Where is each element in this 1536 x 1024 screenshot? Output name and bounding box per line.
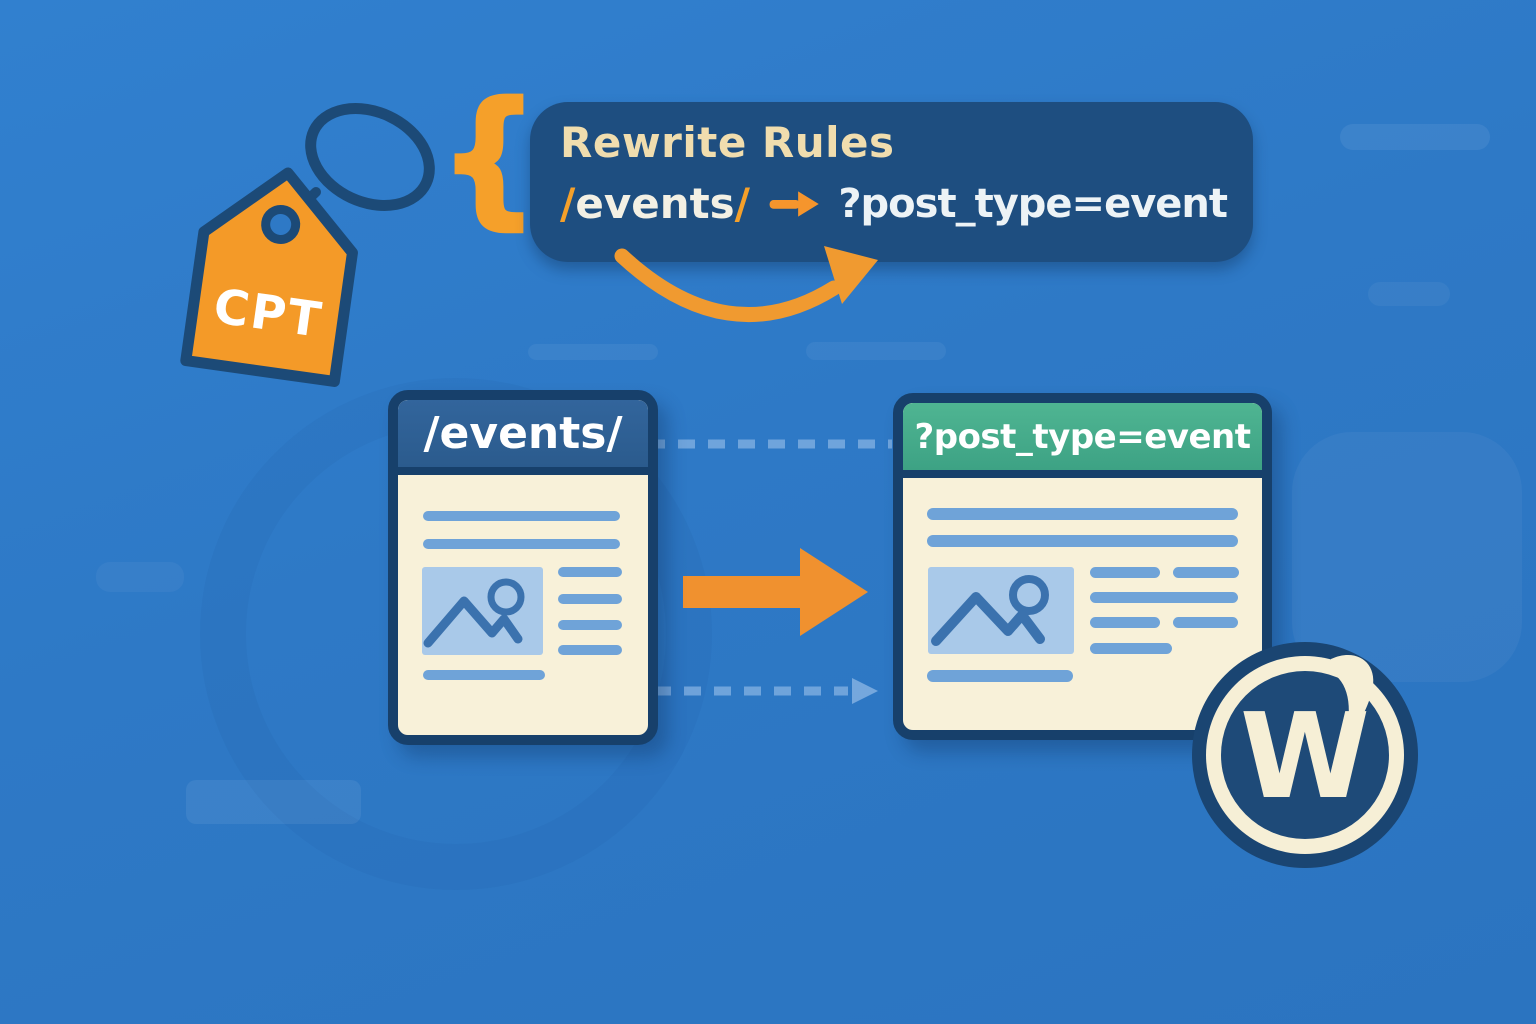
curved-arrow-icon: [614, 246, 878, 322]
query-page-body: [903, 478, 1262, 730]
image-placeholder-icon: [928, 567, 1074, 654]
text-line: [1173, 567, 1239, 578]
dashed-connector-top: [648, 439, 892, 449]
text-line: [558, 645, 622, 655]
text-line: [423, 511, 620, 521]
text-line: [558, 620, 622, 630]
text-line: [1090, 592, 1238, 603]
text-line: [1090, 643, 1172, 654]
wordpress-logo: W: [1192, 642, 1418, 868]
rewrite-rules-title: Rewrite Rules: [560, 118, 895, 167]
text-line: [1173, 617, 1238, 628]
background-pill: [96, 562, 184, 592]
dashed-connector-bottom: [654, 678, 878, 704]
background-pill: [1340, 124, 1490, 150]
text-line: [558, 594, 622, 604]
text-line: [1090, 567, 1160, 578]
wordpress-needle: [1329, 654, 1374, 739]
wordpress-w: W: [1240, 687, 1370, 825]
rewrite-rule-row: /events/ ?post_type=event: [560, 179, 1228, 228]
query-url-page-card: ?post_type=event: [893, 393, 1272, 740]
background-blob: [1292, 432, 1522, 682]
tag-string-loop: [305, 103, 435, 211]
background-pill: [1368, 282, 1450, 306]
slash: /: [560, 179, 576, 228]
events-url-page-card: /events/: [388, 390, 658, 745]
image-placeholder-icon: [422, 567, 543, 655]
text-line: [927, 535, 1238, 547]
slash: /: [734, 179, 751, 228]
text-line: [423, 670, 545, 680]
rewrite-rules-panel: Rewrite Rules /events/ ?post_type=event: [530, 102, 1253, 262]
cpt-price-tag: CPT: [180, 103, 435, 387]
text-line: [1090, 617, 1160, 628]
text-line: [423, 539, 620, 549]
curly-brace: {: [437, 72, 541, 242]
dashed-arrowhead: [852, 678, 878, 704]
from-word: events: [575, 179, 735, 228]
rewrite-from: /events/: [560, 179, 750, 228]
background-pill: [806, 342, 946, 360]
events-page-header: /events/: [398, 400, 648, 475]
transform-arrow-icon: [683, 548, 868, 636]
events-page-body: [398, 475, 648, 735]
arrow-right-icon: [769, 190, 819, 217]
text-line: [927, 670, 1073, 682]
rewrite-to: ?post_type=event: [838, 180, 1228, 227]
query-page-header: ?post_type=event: [903, 403, 1262, 478]
tag-body: [180, 167, 358, 387]
text-line: [558, 567, 622, 577]
background-pill: [528, 344, 658, 360]
tag-hole: [261, 204, 301, 244]
text-line: [927, 508, 1238, 520]
